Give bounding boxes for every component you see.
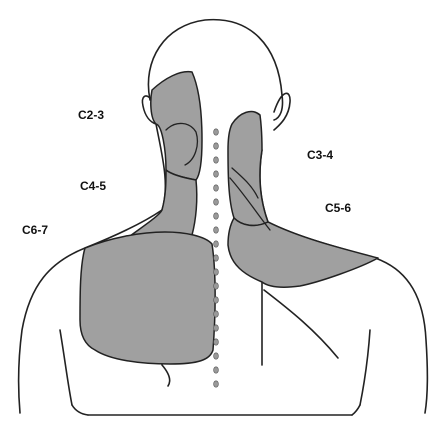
region-c3-4 (228, 112, 268, 226)
spine-dot (214, 381, 219, 387)
label-c5-6: C5-6 (325, 201, 351, 215)
spine-dot (214, 339, 219, 345)
spine-dot (214, 353, 219, 359)
spine-dot (214, 213, 219, 219)
region-c6-7 (80, 232, 215, 364)
left-torso-line (72, 405, 88, 415)
label-c2-3: C2-3 (78, 108, 104, 122)
label-c4-5: C4-5 (80, 179, 106, 193)
spine-dot (214, 283, 219, 289)
spine-dot (214, 297, 219, 303)
label-c6-7: C6-7 (22, 223, 48, 237)
spine-dot (214, 269, 219, 275)
right-inner-arm (360, 330, 370, 405)
left-scapula-tip (162, 365, 170, 386)
spine-dot (214, 185, 219, 191)
spine-dot (214, 227, 219, 233)
region-c4-5 (130, 170, 197, 238)
spine-dot (214, 311, 219, 317)
spine-dot (214, 241, 219, 247)
spine-dot (214, 199, 219, 205)
spine-dot (214, 325, 219, 331)
region-c2-3 (151, 72, 202, 180)
spine-dot (214, 171, 219, 177)
spine-dots (214, 129, 219, 387)
body-outline (19, 20, 428, 415)
spine-dot (214, 367, 219, 373)
spine-dot (214, 255, 219, 261)
region-c5-6 (228, 218, 378, 287)
right-torso-line (352, 405, 360, 415)
left-inner-arm (60, 330, 72, 405)
label-c3-4: C3-4 (307, 148, 333, 162)
pain-regions (80, 72, 378, 364)
spine-dot (214, 129, 219, 135)
spine-dot (214, 157, 219, 163)
spine-dot (214, 143, 219, 149)
right-scapula-edge (264, 290, 338, 358)
